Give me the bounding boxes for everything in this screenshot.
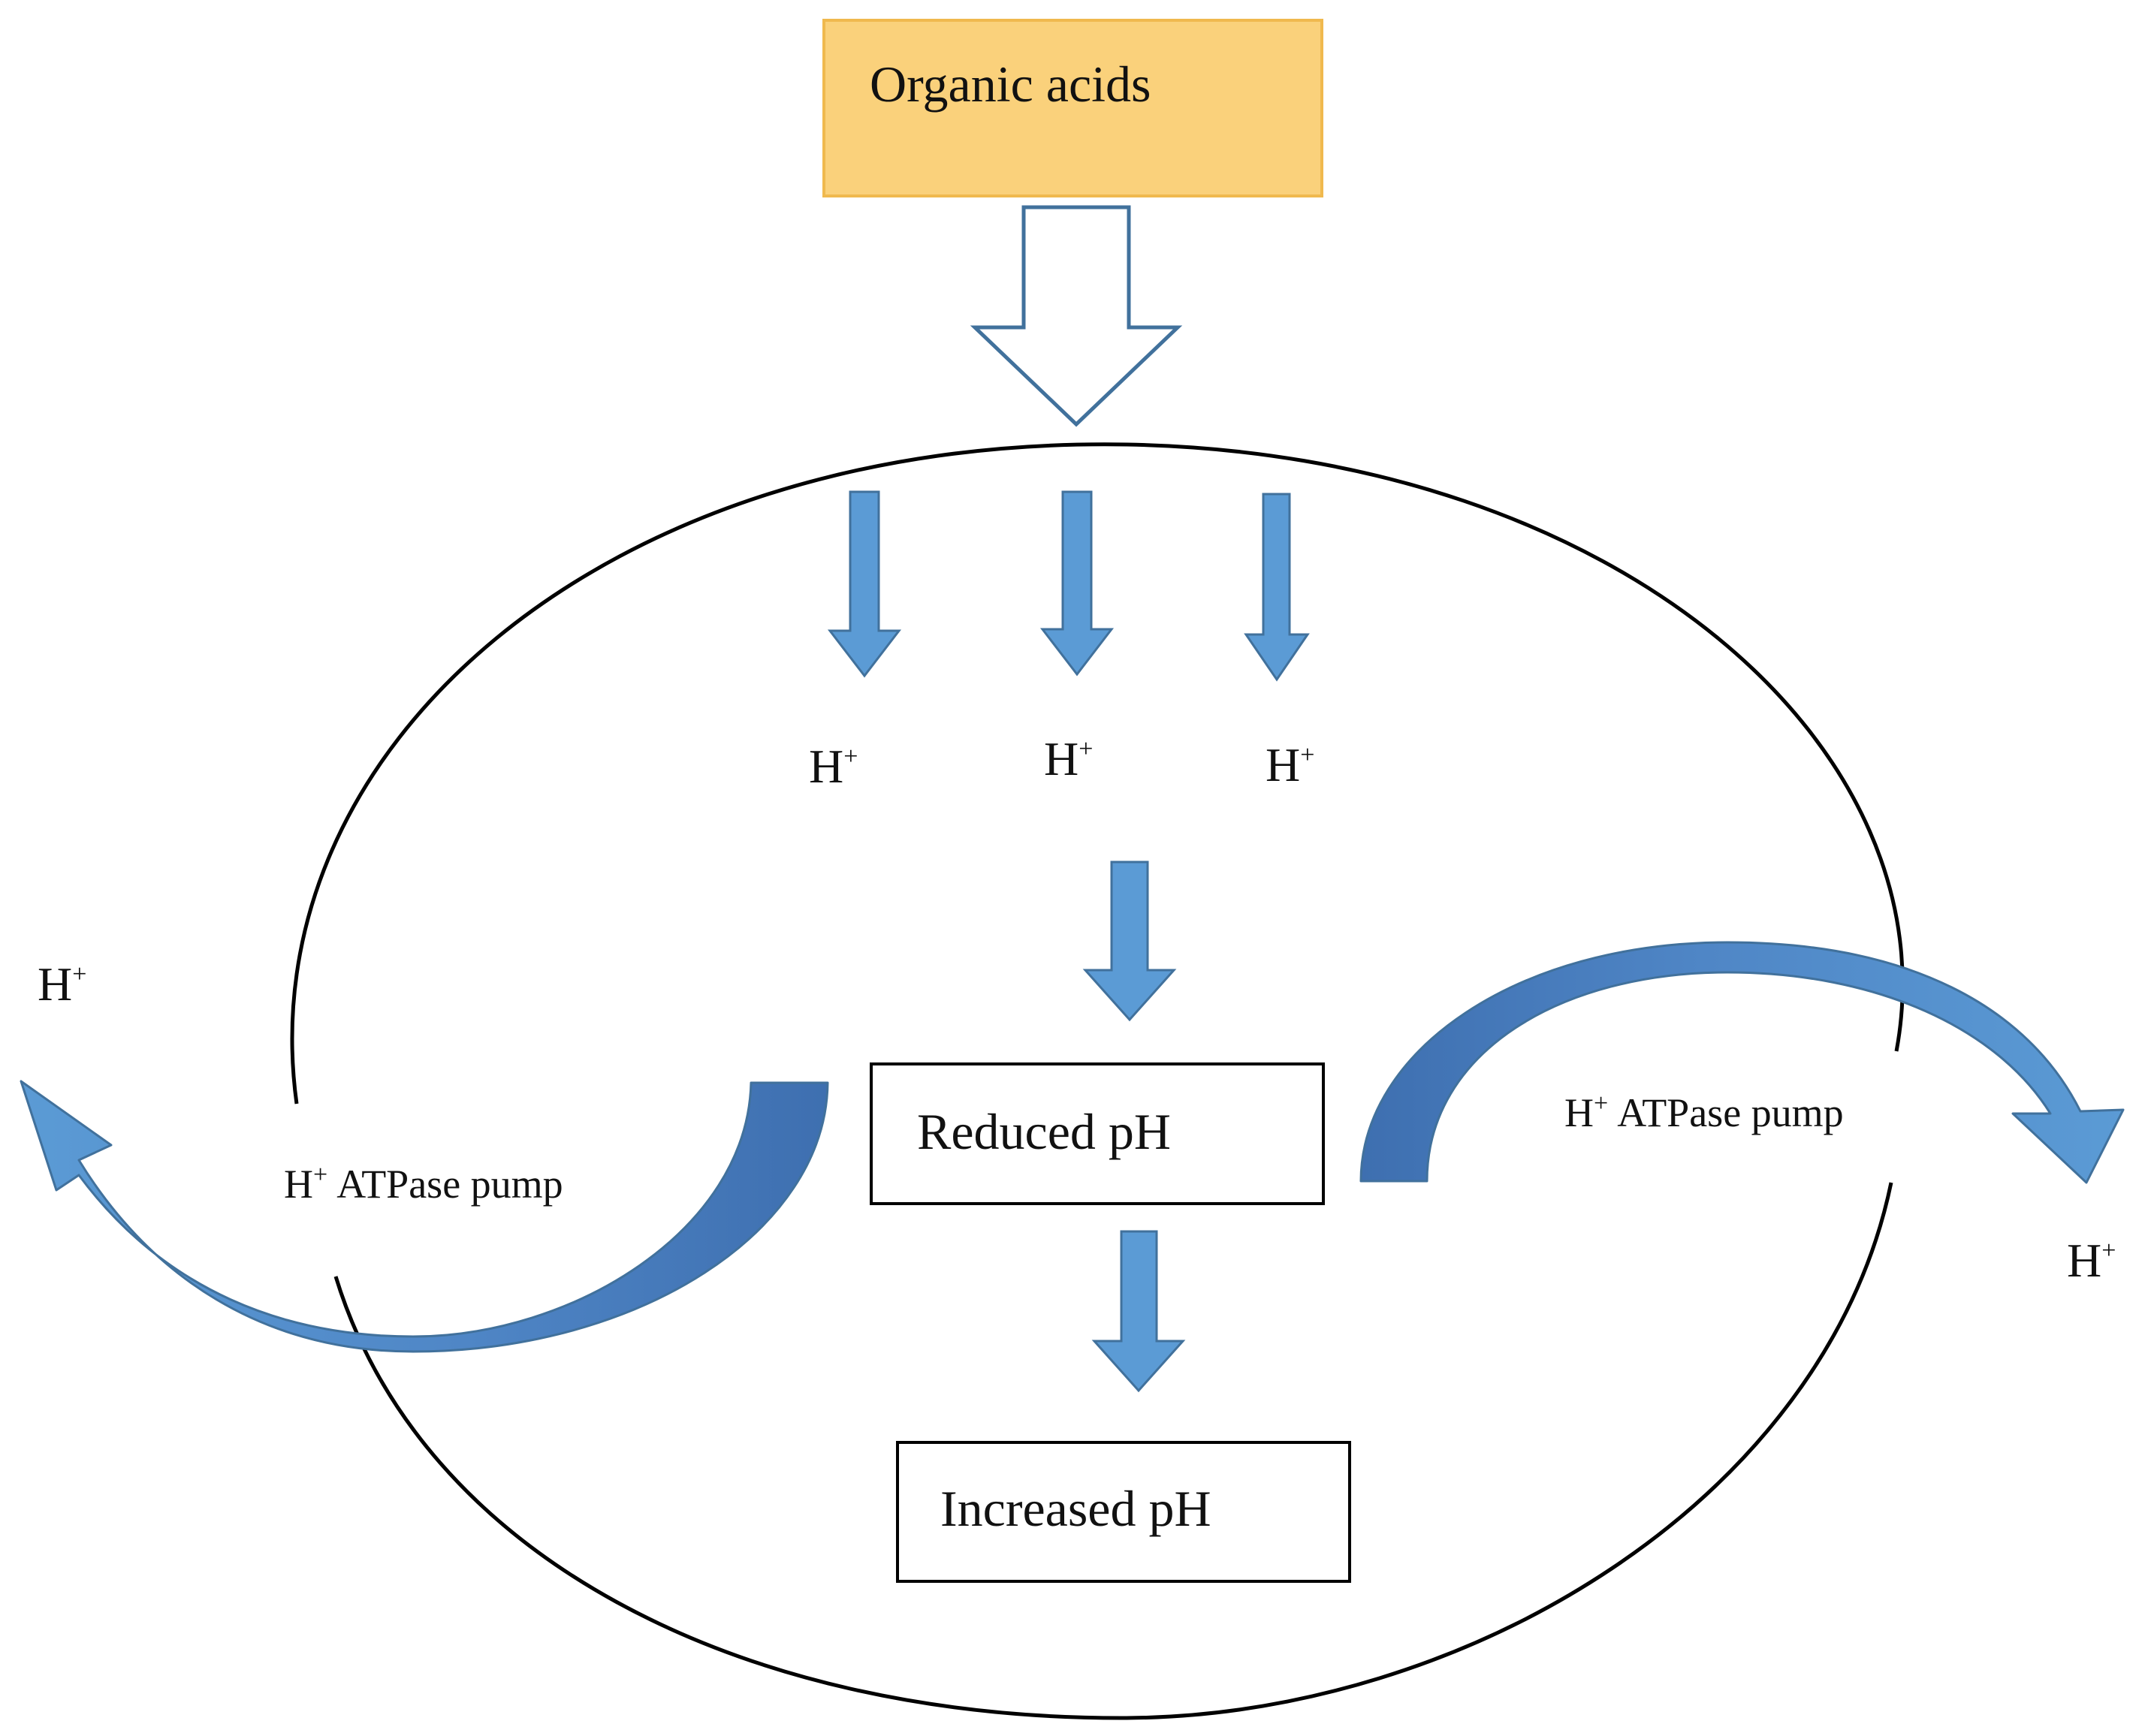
- outer-proton-left: H+: [38, 957, 86, 1011]
- hollow-down-arrow: [970, 205, 1183, 427]
- organic-acids-label: Organic acids: [870, 56, 1151, 113]
- reduced-ph-box: Reduced pH: [870, 1062, 1325, 1205]
- increased-ph-box: Increased pH: [896, 1441, 1351, 1583]
- inflow-arrow-2: [1039, 490, 1115, 677]
- arrow-to-reduced-ph: [1082, 860, 1177, 1022]
- left-pump-label: H+ATPase pump: [284, 1161, 563, 1207]
- right-pump-arrow: [1359, 941, 2125, 1184]
- cell-membrane: [290, 442, 1905, 1720]
- organic-acids-box: Organic acids: [822, 19, 1323, 197]
- increased-ph-box-rect: [896, 1441, 1351, 1583]
- left-pump-arrow: [20, 1080, 829, 1353]
- reduced-ph-box-rect: [870, 1062, 1325, 1205]
- arrow-to-increased-ph: [1091, 1230, 1186, 1393]
- inflow-arrow-3: [1244, 493, 1310, 682]
- reduced-ph-label: Reduced pH: [917, 1103, 1171, 1160]
- inner-protons: H+ H+ H+: [809, 732, 1314, 793]
- inner-proton-3: H+: [1266, 738, 1314, 791]
- outer-proton-right: H+: [2067, 1234, 2116, 1287]
- organic-acids-box-rect: [822, 19, 1323, 197]
- proton-inflow-arrows: [827, 490, 1310, 682]
- cell-membrane-lower: [333, 1182, 1893, 1720]
- inflow-arrow-1: [827, 490, 902, 678]
- increased-ph-label: Increased pH: [940, 1480, 1211, 1537]
- right-pump-label: H+ATPase pump: [1564, 1090, 1844, 1135]
- inner-proton-2: H+: [1044, 732, 1093, 785]
- cell-membrane-upper: [290, 442, 1905, 1105]
- inner-proton-1: H+: [809, 740, 858, 793]
